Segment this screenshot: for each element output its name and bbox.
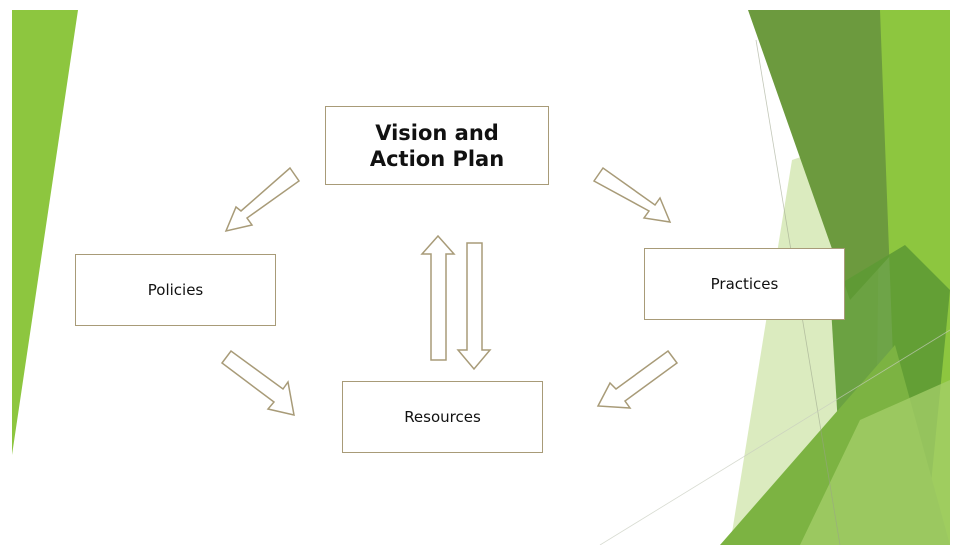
node-practices: Practices — [644, 248, 845, 320]
right-light-facet — [800, 380, 950, 545]
node-practices-label: Practices — [710, 275, 779, 293]
node-policies-label: Policies — [147, 281, 204, 299]
node-resources-label: Resources — [404, 408, 481, 426]
node-resources: Resources — [342, 381, 543, 453]
node-vision-and-action-plan: Vision and Action Plan — [325, 106, 549, 185]
arrow-vision-to-practices — [592, 166, 672, 223]
arrow-vision-to-policies — [224, 166, 301, 233]
node-policies: Policies — [75, 254, 276, 326]
decor-line-2 — [599, 329, 951, 545]
arrow-policies-to-resources — [220, 349, 295, 416]
arrow-practices-to-resources — [596, 349, 679, 409]
node-vision-label: Vision and Action Plan — [369, 120, 505, 171]
arrow-resources-to-vision — [420, 234, 456, 361]
left-green-wedge — [12, 10, 78, 455]
arrow-vision-to-resources — [456, 242, 492, 371]
